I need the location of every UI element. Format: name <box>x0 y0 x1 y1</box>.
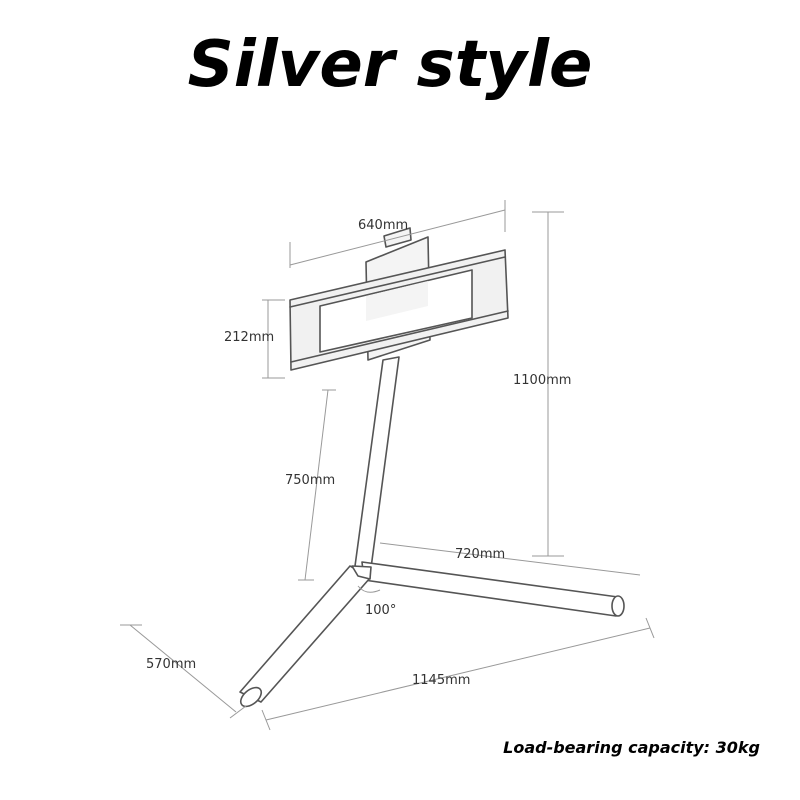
dim-base-width: 1145mm <box>412 673 470 688</box>
dim-mount-height: 212mm <box>224 330 274 345</box>
dim-base-depth: 570mm <box>146 657 196 672</box>
mounting-bar-top-edge <box>289 256 506 308</box>
rear-leg <box>361 561 619 617</box>
dim-total-height: 1100mm <box>513 373 571 388</box>
front-leg-end-cap <box>239 686 263 708</box>
dimension-lines <box>120 200 655 731</box>
load-capacity-caption: Load-bearing capacity: 30kg <box>503 738 760 757</box>
front-leg <box>239 565 371 703</box>
plate-through-window <box>366 281 428 321</box>
dim-mount-width: 640mm <box>358 218 408 233</box>
dim-pole-height: 750mm <box>285 473 335 488</box>
upright-pole <box>354 356 400 569</box>
dim-rear-leg: 720mm <box>455 547 505 562</box>
page-title: Silver style <box>187 28 593 102</box>
dim-angle: 100° <box>365 603 396 618</box>
mounting-bar-bottom-edge <box>290 310 509 363</box>
stand-structure <box>239 227 625 708</box>
leg-joint <box>351 565 372 580</box>
rear-leg-end-cap <box>611 595 625 617</box>
